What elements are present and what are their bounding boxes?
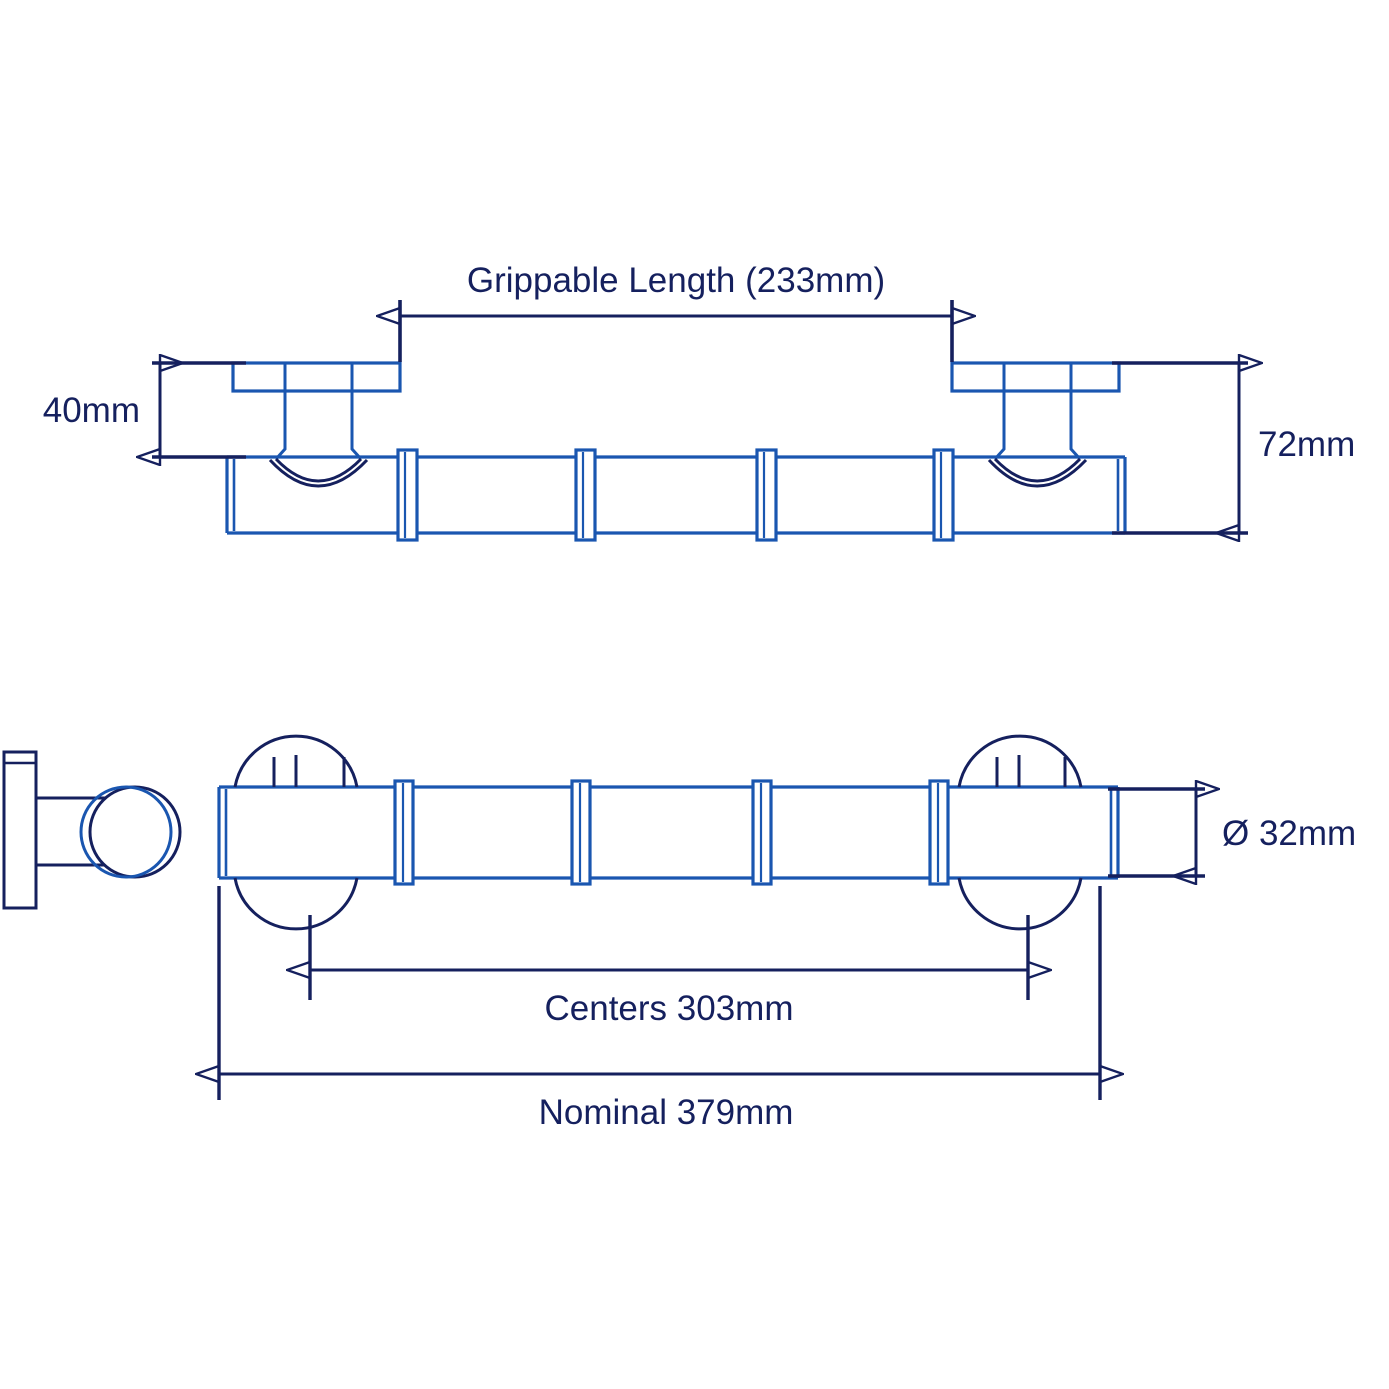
tube-ring bbox=[570, 779, 592, 886]
tube-ring bbox=[396, 448, 419, 542]
end-wall-plate bbox=[2, 750, 182, 910]
tube-ring bbox=[928, 779, 950, 886]
dimension-label-flange-height: 40mm bbox=[43, 391, 140, 430]
right-wall-bracket-elevation bbox=[950, 361, 1121, 488]
tube-ring bbox=[932, 448, 955, 542]
left-flange-plan bbox=[233, 734, 359, 931]
tube-rings-plan bbox=[393, 779, 950, 886]
tube-ring bbox=[574, 448, 597, 542]
right-flange-plan bbox=[957, 734, 1083, 931]
tube-ring bbox=[755, 448, 778, 542]
tube-body-plan bbox=[217, 785, 1120, 880]
dimension-centers: Centers 303mm bbox=[310, 915, 1028, 1028]
dimension-label-overall-height: 72mm bbox=[1258, 425, 1355, 464]
plan-view: Ø 32mm Centers 303mm Nominal 379mm bbox=[2, 734, 1356, 1132]
dimension-label-centers: Centers 303mm bbox=[545, 989, 794, 1028]
left-wall-bracket-elevation bbox=[231, 361, 402, 488]
dimension-flange-height: 40mm bbox=[43, 363, 246, 457]
dimension-label-grippable-length: Grippable Length (233mm) bbox=[467, 261, 885, 300]
side-elevation-view: Grippable Length (233mm) 40mm 72mm bbox=[43, 261, 1355, 542]
dimension-nominal-length: Nominal 379mm bbox=[219, 886, 1100, 1132]
dimension-label-tube-diameter: Ø 32mm bbox=[1222, 814, 1356, 853]
tube-ring bbox=[393, 779, 415, 886]
dimension-grippable-length: Grippable Length (233mm) bbox=[400, 261, 952, 362]
dimension-label-nominal-length: Nominal 379mm bbox=[539, 1093, 794, 1132]
dimension-overall-height: 72mm bbox=[1112, 363, 1355, 533]
tube-body-elevation bbox=[225, 455, 1127, 535]
dimension-tube-diameter: Ø 32mm bbox=[1108, 789, 1356, 876]
tube-rings-elevation bbox=[396, 448, 955, 542]
tube-ring bbox=[751, 779, 773, 886]
